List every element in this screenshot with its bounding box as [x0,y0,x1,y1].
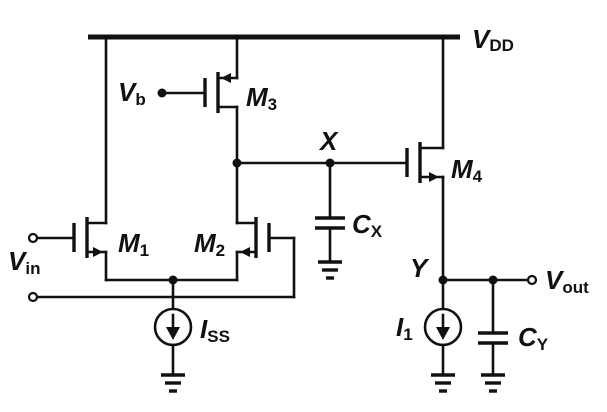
node-x [232,158,407,168]
current-source-i1 [423,307,463,377]
label-iss: ISS [200,314,230,346]
label-m2: M2 [194,228,225,260]
label-m4: M4 [451,154,483,186]
tail-node [27,275,296,311]
ground-iss [161,373,185,393]
label-m1: M1 [118,228,149,260]
label-i1: I1 [396,312,413,344]
transistor-m3 [157,35,239,165]
ground-cx [318,260,342,280]
label-x: X [318,126,339,156]
label-cy: CY [518,322,549,354]
ground-cy [481,373,505,393]
label-vin: Vin [8,246,40,278]
label-vdd: VDD [472,24,514,55]
label-vb: Vb [118,77,146,109]
label-m3: M3 [246,82,277,114]
current-source-iss [153,307,193,377]
transistor-m1 [27,35,108,282]
transistor-m2 [235,161,296,299]
capacitor-cy [478,278,508,377]
ground-i1 [431,373,455,393]
label-vout: Vout [545,265,589,297]
node-y [438,274,538,311]
label-cx: CX [352,209,383,241]
transistor-m4 [405,35,445,282]
capacitor-cx [315,161,345,264]
label-y: Y [410,253,430,283]
